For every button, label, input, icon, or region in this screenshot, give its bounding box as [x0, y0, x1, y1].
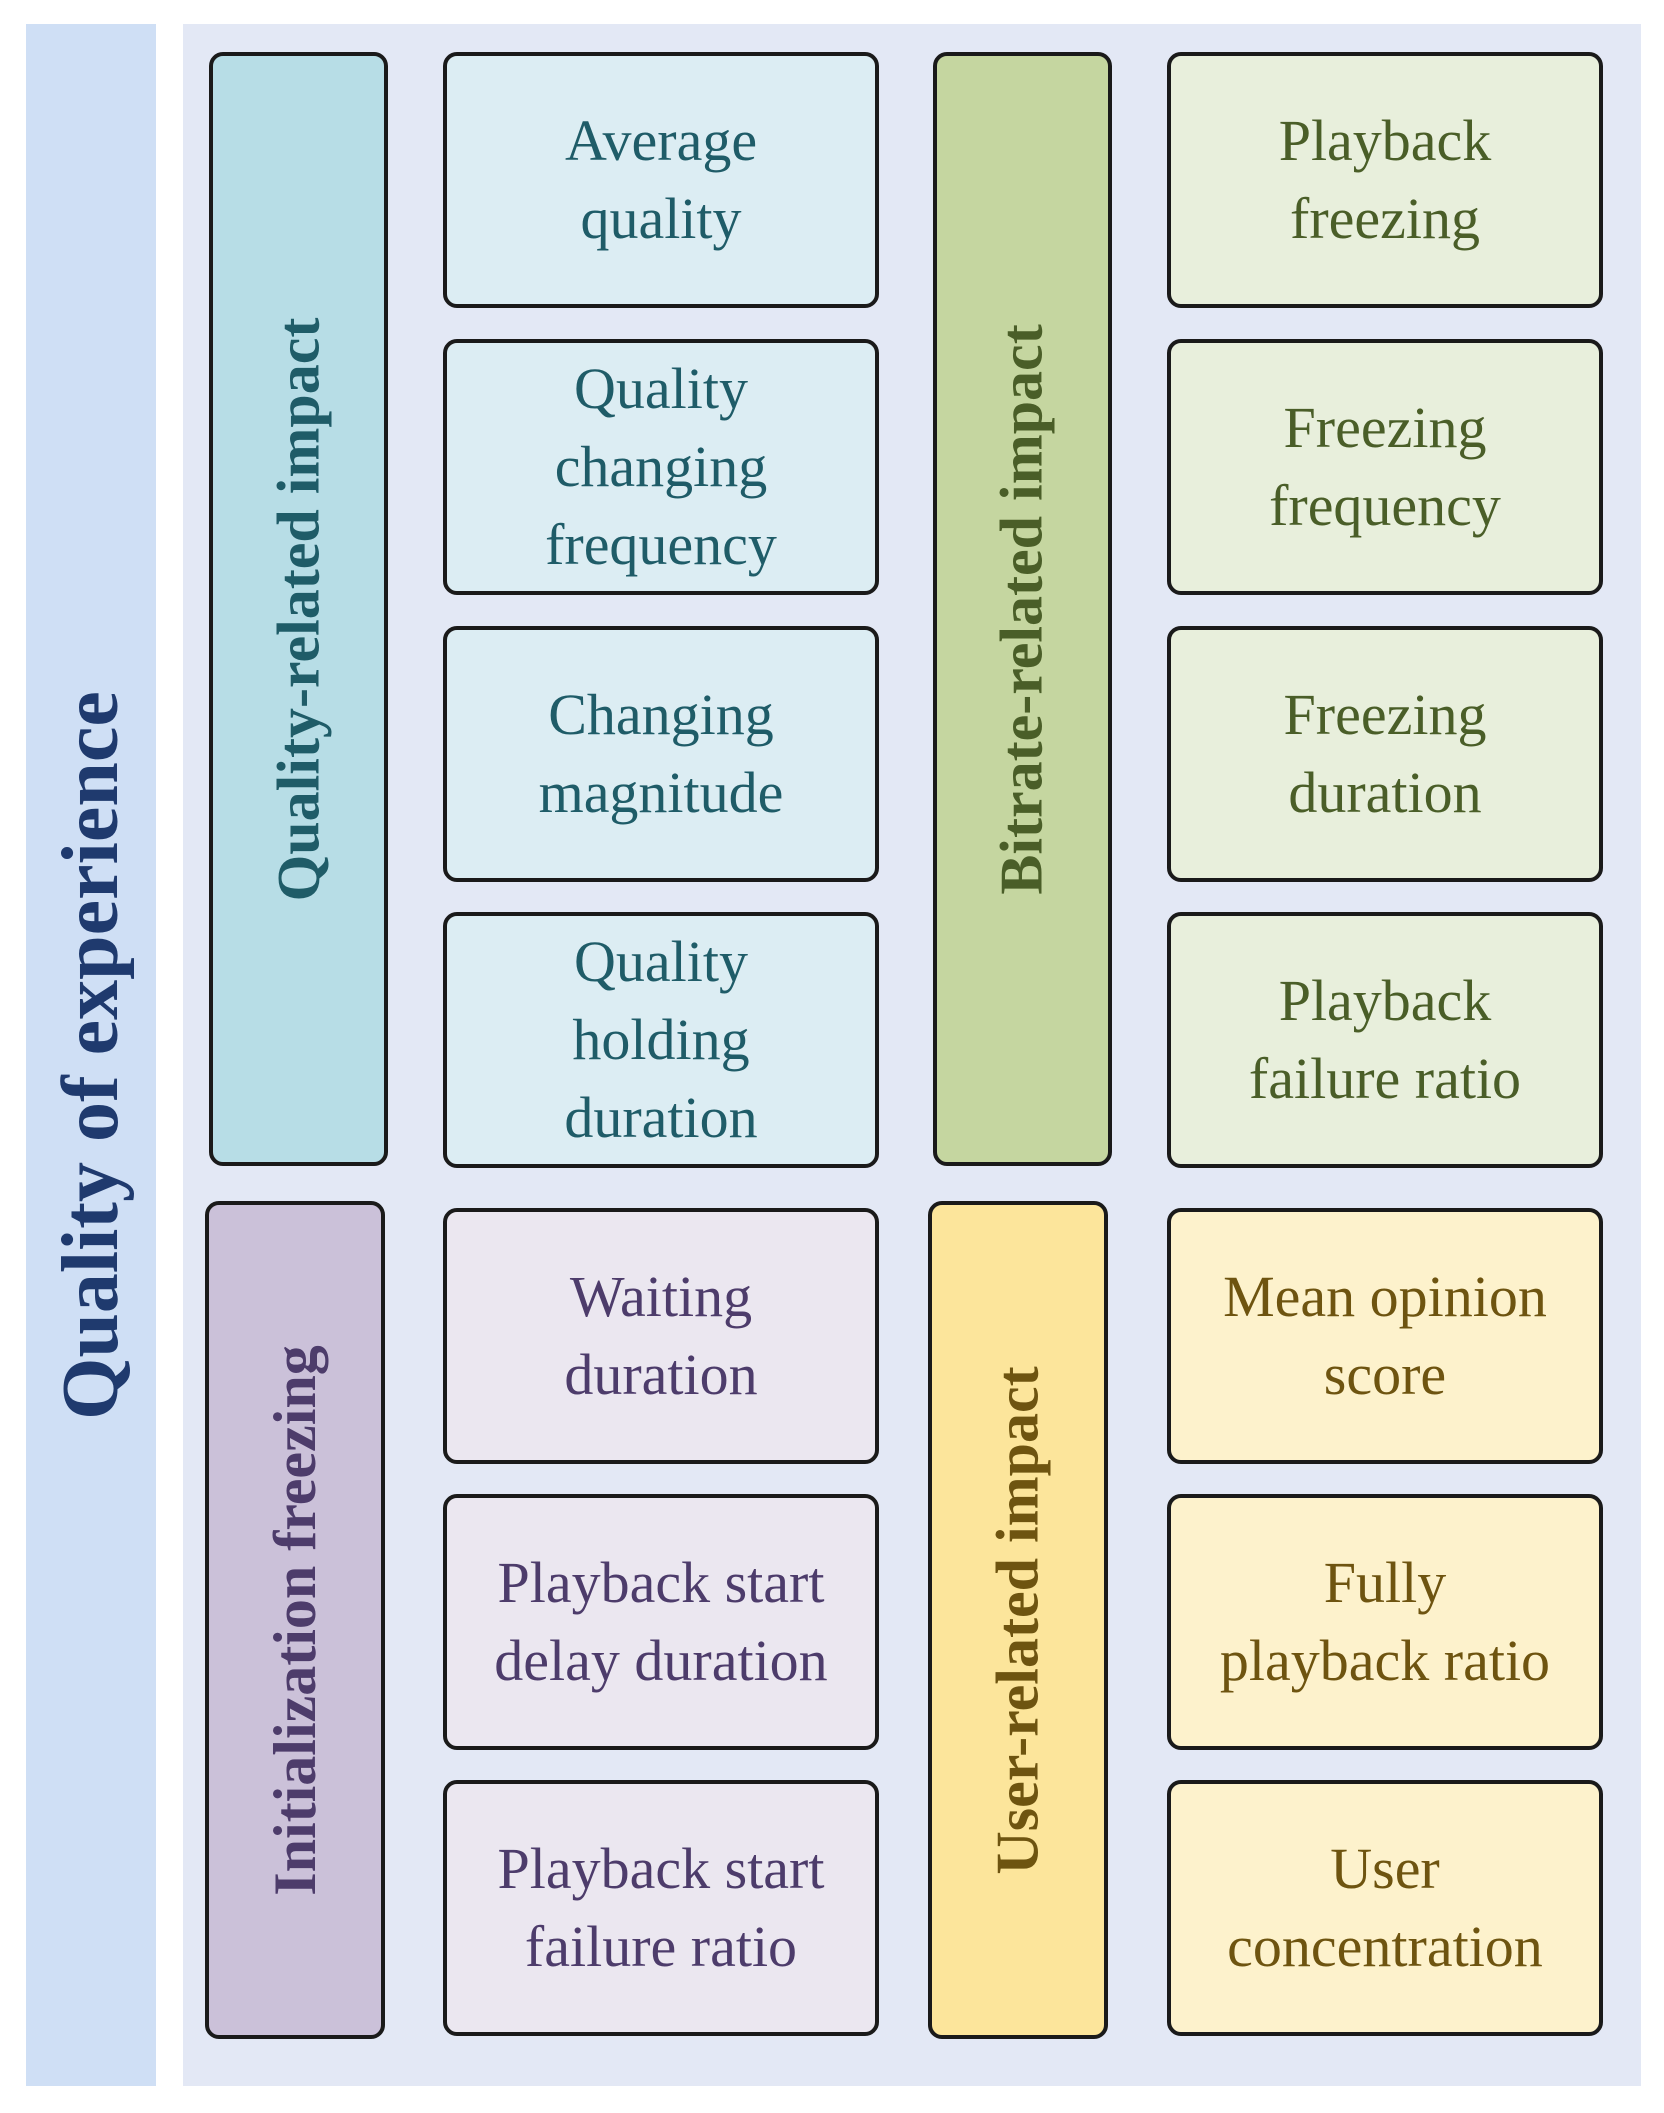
item-text: Quality changing frequency	[545, 350, 777, 584]
category-user: User-related impact	[928, 1201, 1108, 2039]
item-playback-start-failure-ratio: Playback start failure ratio	[443, 1780, 879, 2036]
item-text-line: frequency	[1269, 473, 1501, 538]
item-text-line: Mean opinion	[1223, 1264, 1547, 1329]
category-quality: Quality-related impact	[209, 52, 388, 1166]
item-text-line: Average	[564, 108, 758, 173]
item-quality-changing-frequency: Quality changing frequency	[443, 339, 879, 595]
item-quality-holding-duration: Quality holding duration	[443, 912, 879, 1168]
item-text-line: duration	[564, 1085, 758, 1150]
item-text: Changing magnitude	[539, 676, 784, 832]
item-text: Quality holding duration	[564, 923, 757, 1157]
item-text-line: Waiting	[569, 1264, 753, 1329]
item-text: Average quality	[565, 102, 757, 258]
item-text-line: magnitude	[538, 760, 784, 825]
item-freezing-frequency: Freezing frequency	[1167, 339, 1603, 595]
item-text-line: frequency	[545, 512, 777, 577]
item-text-line: Changing	[548, 682, 774, 747]
item-text-line: Fully	[1323, 1550, 1447, 1615]
item-text-line: Playback start	[497, 1550, 825, 1615]
item-text-line: Playback start	[497, 1836, 825, 1901]
category-quality-label: Quality-related impact	[265, 317, 331, 901]
item-text-line: Quality	[574, 356, 748, 421]
item-text-line: playback ratio	[1219, 1628, 1551, 1693]
item-playback-failure-ratio: Playback failure ratio	[1167, 912, 1603, 1168]
item-user-concentration: User concentration	[1167, 1780, 1603, 2036]
item-text: User concentration	[1227, 1830, 1543, 1986]
item-text-line: Playback	[1278, 108, 1492, 173]
item-text: Playback start delay duration	[494, 1544, 827, 1700]
item-text-line: quality	[580, 186, 742, 251]
item-text-line: User	[1330, 1836, 1440, 1901]
item-text: Mean opinion score	[1223, 1258, 1547, 1414]
item-text-line: failure ratio	[524, 1914, 798, 1979]
item-freezing-duration: Freezing duration	[1167, 626, 1603, 882]
item-text-line: duration	[1288, 760, 1482, 825]
main-title: Quality of experience	[26, 24, 156, 2086]
item-text: Freezing frequency	[1269, 389, 1501, 545]
item-text: Playback start failure ratio	[498, 1830, 825, 1986]
item-waiting-duration: Waiting duration	[443, 1208, 879, 1464]
item-text: Waiting duration	[564, 1258, 757, 1414]
item-text-line: freezing	[1290, 186, 1480, 251]
category-bitrate: Bitrate-related impact	[933, 52, 1112, 1166]
item-text-line: concentration	[1227, 1914, 1543, 1979]
item-text: Fully playback ratio	[1220, 1544, 1550, 1700]
main-title-text: Quality of experience	[46, 690, 135, 1420]
category-init-label: Initialization freezing	[261, 1344, 328, 1896]
item-text: Freezing duration	[1284, 676, 1487, 832]
category-bitrate-label: Bitrate-related impact	[989, 323, 1056, 895]
item-mean-opinion-score: Mean opinion score	[1167, 1208, 1603, 1464]
item-text-line: Quality	[574, 929, 748, 994]
item-text-line: failure ratio	[1248, 1046, 1522, 1111]
item-text-line: duration	[564, 1342, 758, 1407]
item-text-line: Freezing	[1283, 682, 1487, 747]
main-title-bar	[26, 24, 156, 2086]
item-text-line: holding	[572, 1007, 750, 1072]
category-user-label: User-related impact	[984, 1365, 1051, 1875]
item-text-line: Freezing	[1283, 395, 1487, 460]
item-text-line: score	[1323, 1342, 1447, 1407]
item-playback-freezing: Playback freezing	[1167, 52, 1603, 308]
item-text-line: delay duration	[494, 1628, 828, 1693]
item-changing-magnitude: Changing magnitude	[443, 626, 879, 882]
item-text: Playback freezing	[1279, 102, 1492, 258]
item-text: Playback failure ratio	[1249, 962, 1521, 1118]
item-playback-start-delay-duration: Playback start delay duration	[443, 1494, 879, 1750]
category-init: Initialization freezing	[205, 1201, 385, 2039]
item-text-line: changing	[554, 434, 768, 499]
item-text-line: Playback	[1278, 968, 1492, 1033]
item-average-quality: Average quality	[443, 52, 879, 308]
item-fully-playback-ratio: Fully playback ratio	[1167, 1494, 1603, 1750]
